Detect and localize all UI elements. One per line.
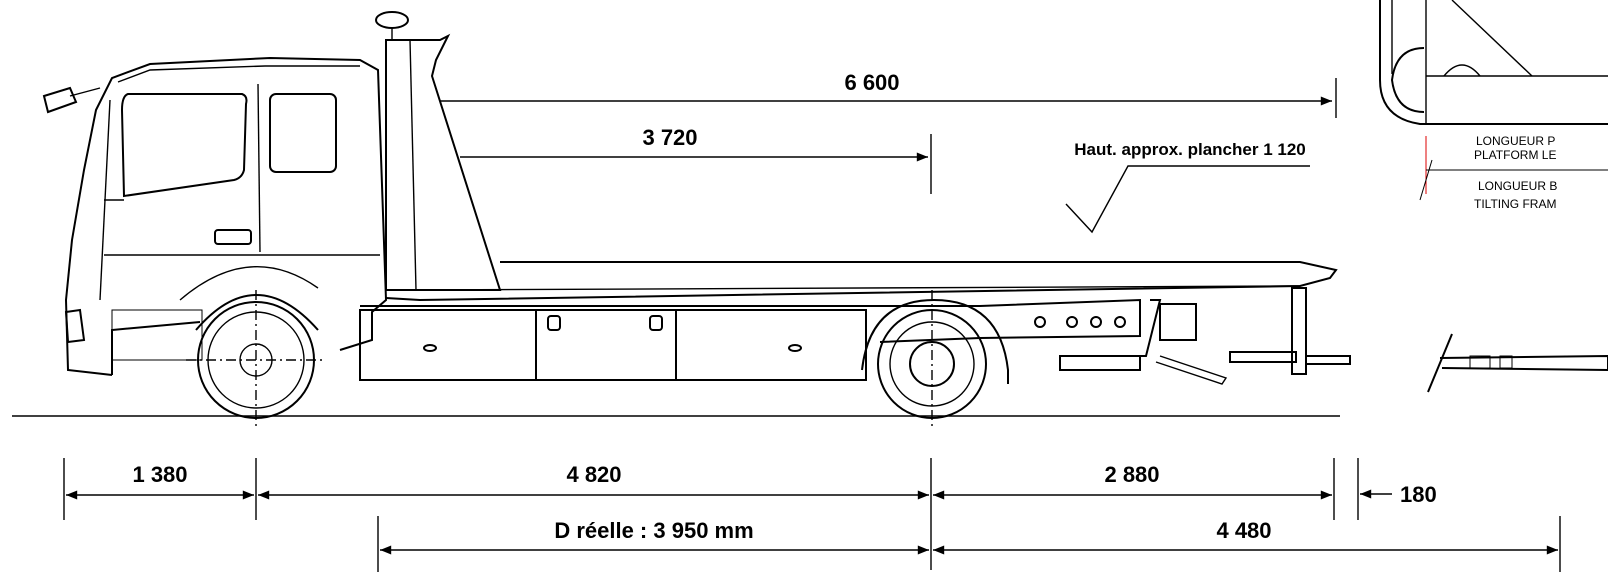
- inset-label-2-line1: LONGUEUR B: [1478, 179, 1557, 193]
- dim-rear-total: 4 480: [1216, 518, 1271, 543]
- inset-label-2-line2: TILTING FRAM: [1474, 197, 1556, 211]
- dim-rear-extra: 180: [1400, 482, 1437, 507]
- dim-front-overhang: 1 380: [132, 462, 187, 487]
- inset-detail: LONGUEUR P PLATFORM LE LONGUEUR B TILTIN…: [1379, 0, 1608, 393]
- floor-height-note: Haut. approx. plancher 1 120: [1074, 140, 1305, 159]
- dim-real-distance: D réelle : 3 950 mm: [554, 518, 753, 543]
- tow-truck-illustration: [42, 11, 1351, 430]
- inset-label-1-line1: LONGUEUR P: [1476, 134, 1555, 148]
- dim-rear-section: 2 880: [1104, 462, 1159, 487]
- dim-platform-front: 3 720: [642, 125, 697, 150]
- dim-wheelbase: 4 820: [566, 462, 621, 487]
- floor-height-leader: [1065, 165, 1310, 234]
- dim-overall-platform: 6 600: [844, 70, 899, 95]
- inset-label-1-line2: PLATFORM LE: [1474, 148, 1556, 162]
